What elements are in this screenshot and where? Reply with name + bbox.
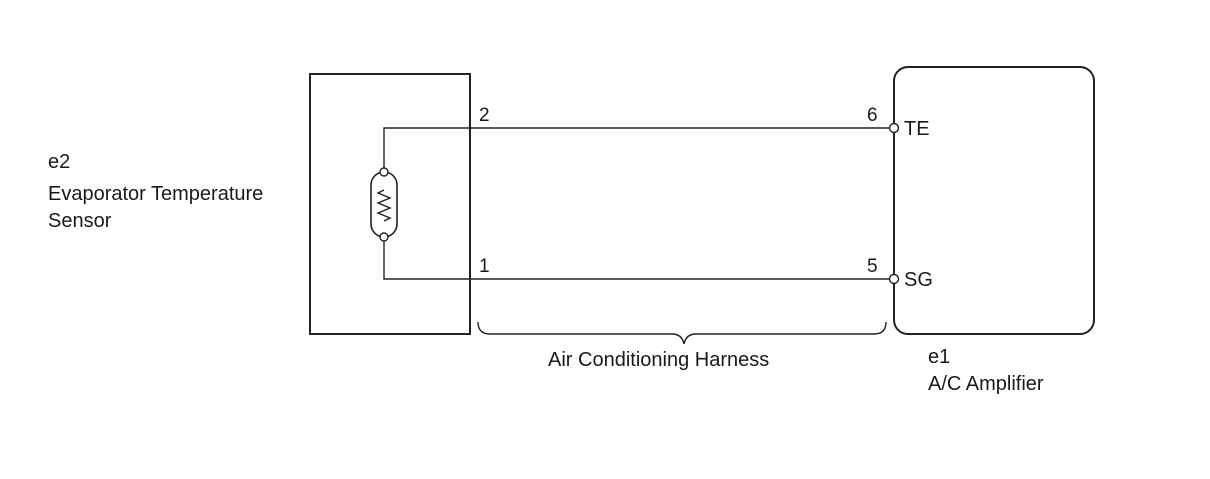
- sensor-connector-box: [309, 73, 471, 335]
- sensor-name-line2: Sensor: [48, 210, 112, 232]
- sensor-name-line1: Evaporator Temperature: [48, 183, 264, 205]
- harness-label: Air Conditioning Harness: [548, 349, 770, 371]
- thermistor-terminal-top: [379, 167, 389, 177]
- amp-terminal-sg: [888, 273, 900, 285]
- harness-brace: [477, 321, 887, 345]
- sensor-code: e2: [48, 151, 71, 173]
- resistor-icon: [376, 189, 392, 222]
- amplifier-name: A/C Amplifier: [928, 373, 1044, 395]
- thermistor-terminal-bottom: [379, 232, 389, 242]
- sensor-pin-te: 2: [479, 105, 490, 126]
- sensor-pin-sg: 1: [479, 256, 490, 277]
- wire-sg: [383, 237, 889, 280]
- signal-sg-label: SG: [904, 269, 933, 291]
- wire-te: [383, 127, 889, 172]
- amp-pin-te: 6: [867, 105, 878, 126]
- thermistor-body: [370, 171, 398, 238]
- amp-pin-sg: 5: [867, 256, 878, 277]
- amp-terminal-te: [888, 122, 900, 134]
- signal-te-label: TE: [904, 118, 930, 140]
- amplifier-box: [893, 66, 1095, 335]
- amplifier-code: e1: [928, 346, 951, 368]
